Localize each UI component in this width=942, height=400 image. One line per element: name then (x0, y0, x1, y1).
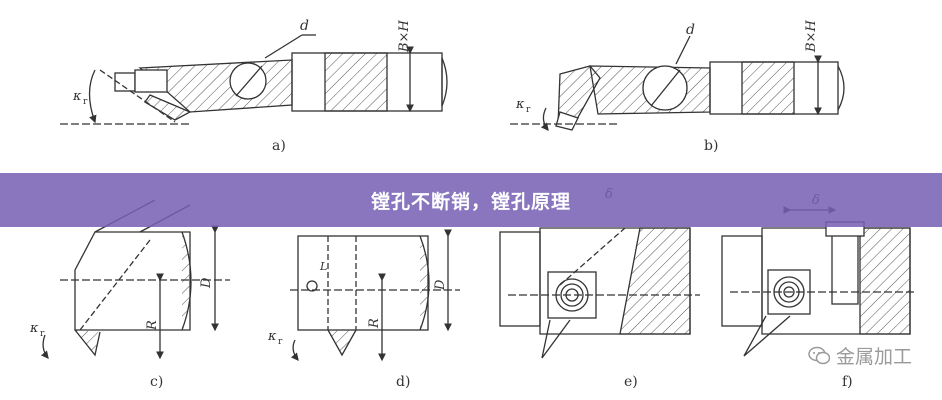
workpiece-d (297, 235, 429, 331)
label-L-d: L (319, 260, 327, 273)
figure-d (290, 229, 460, 362)
cutter-c (74, 329, 101, 357)
figure-f (721, 206, 915, 357)
cutter-d (327, 329, 357, 357)
label-kr-sub-d: r (278, 337, 283, 347)
figure-label-a: a) (272, 138, 286, 154)
label-kr-d: κ (267, 329, 277, 344)
label-kr-b: κ (515, 97, 525, 112)
label-kr-sub-c: r (40, 329, 45, 339)
figure-label-e: e) (624, 374, 638, 390)
label-kr-c: κ (29, 321, 39, 336)
clamp-section-a (324, 52, 388, 112)
caption-banner: 镗孔不断销，镗孔原理 (0, 173, 942, 227)
watermark-text: 金属加工 (835, 346, 912, 368)
figure-label-d: d) (396, 374, 410, 390)
caption-title: 镗孔不断销，镗孔原理 (370, 190, 571, 213)
label-kr-sub-a: r (83, 97, 88, 107)
clamp-section-b (741, 61, 795, 115)
figure-a (60, 34, 448, 125)
figure-label-b: b) (704, 138, 718, 154)
label-R-d: R (367, 318, 382, 329)
watermark: 金属加工 (808, 342, 912, 369)
figure-b (510, 35, 845, 132)
label-bxh-b: B×H (804, 20, 819, 53)
label-R-c: R (145, 320, 160, 331)
figure-e (499, 227, 700, 359)
label-D-d: D (433, 279, 448, 291)
label-d-b: d (686, 22, 695, 38)
label-d-a: d (300, 18, 309, 34)
label-kr-sub-b: r (526, 105, 531, 115)
label-kr-a: κ (72, 89, 82, 104)
figure-label-c: c) (150, 374, 163, 390)
wechat-icon (808, 346, 830, 364)
cutter-a (144, 94, 192, 121)
figure-c (40, 199, 230, 360)
label-D-c: D (199, 277, 214, 289)
label-bxh-a: B×H (397, 20, 412, 53)
figure-label-f: f) (842, 374, 853, 390)
workpiece-c (74, 231, 191, 331)
